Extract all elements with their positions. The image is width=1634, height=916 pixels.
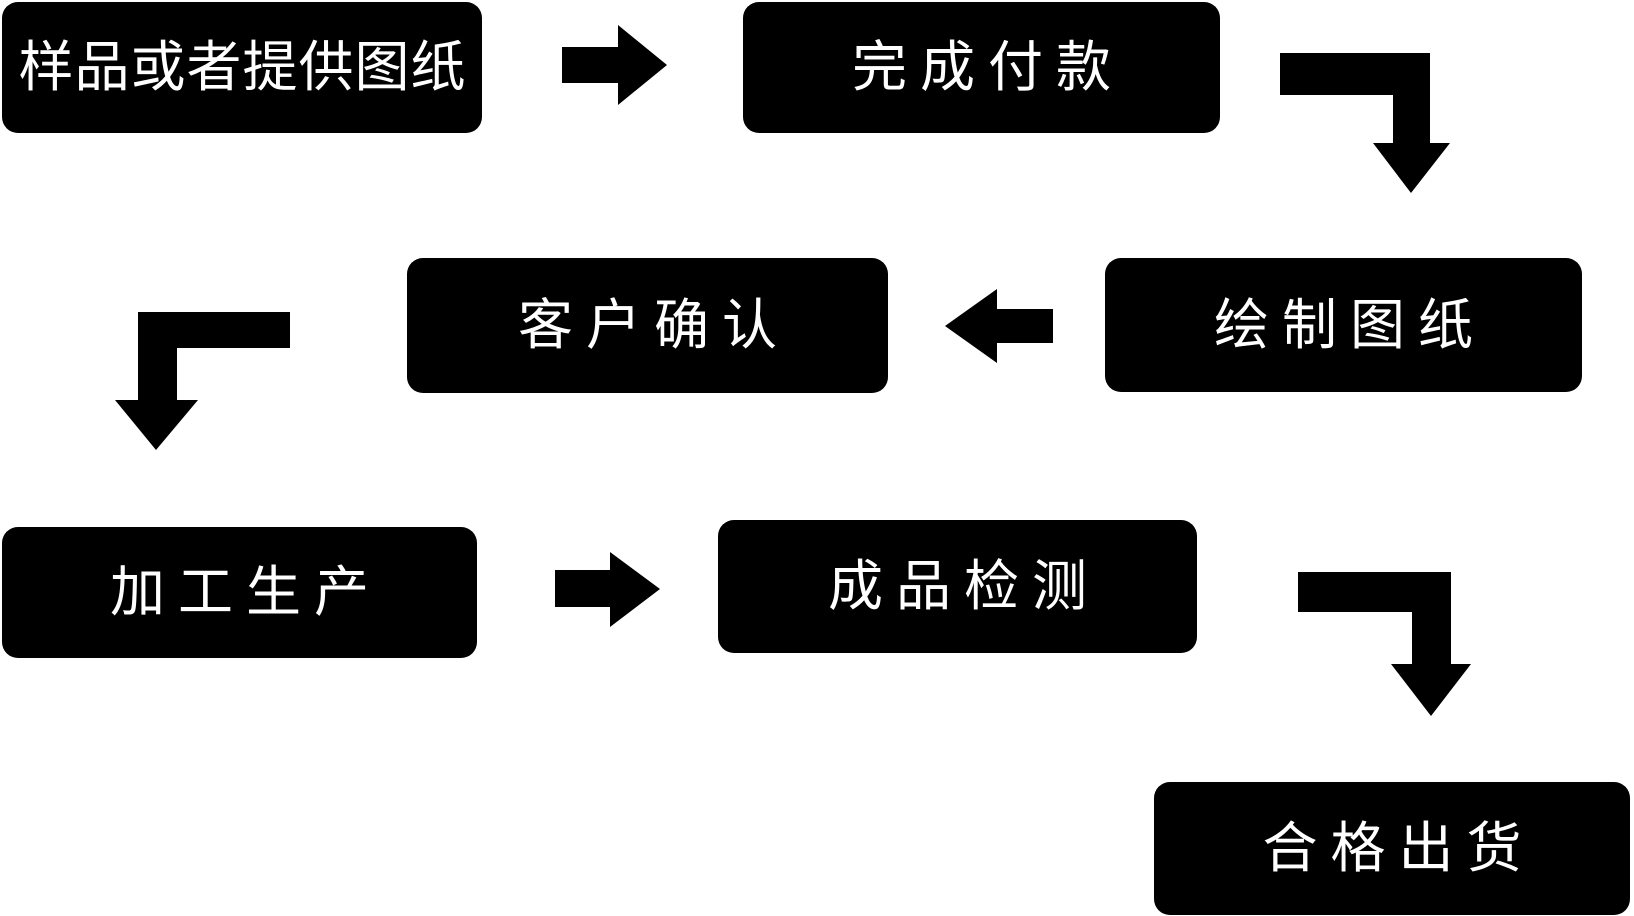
node-finished-product-inspection: 成品检测 — [718, 520, 1197, 653]
node-customer-confirmation-label: 客户确认 — [517, 293, 790, 357]
arrow-production-to-inspection — [555, 552, 660, 627]
node-sample-or-drawings-label: 样品或者提供图纸 — [18, 35, 467, 99]
node-qualified-shipment: 合格出货 — [1154, 782, 1630, 915]
node-processing-production: 加工生产 — [2, 527, 477, 658]
node-draw-drawings-label: 绘制图纸 — [1213, 292, 1486, 357]
node-draw-drawings: 绘制图纸 — [1105, 258, 1582, 392]
arrow-confirm-to-production — [115, 312, 290, 450]
arrow-drawing-to-confirm — [945, 289, 1053, 363]
node-complete-payment: 完成付款 — [743, 2, 1220, 133]
node-sample-or-drawings: 样品或者提供图纸 — [2, 2, 482, 133]
node-finished-product-inspection-label: 成品检测 — [827, 554, 1100, 618]
node-customer-confirmation: 客户确认 — [407, 258, 888, 393]
node-qualified-shipment-label: 合格出货 — [1262, 816, 1535, 880]
arrow-inspection-to-shipping — [1298, 572, 1471, 716]
arrow-sample-to-payment — [562, 25, 667, 105]
node-processing-production-label: 加工生产 — [109, 560, 382, 624]
arrow-payment-to-drawing — [1280, 53, 1450, 193]
node-complete-payment-label: 完成付款 — [851, 35, 1124, 99]
